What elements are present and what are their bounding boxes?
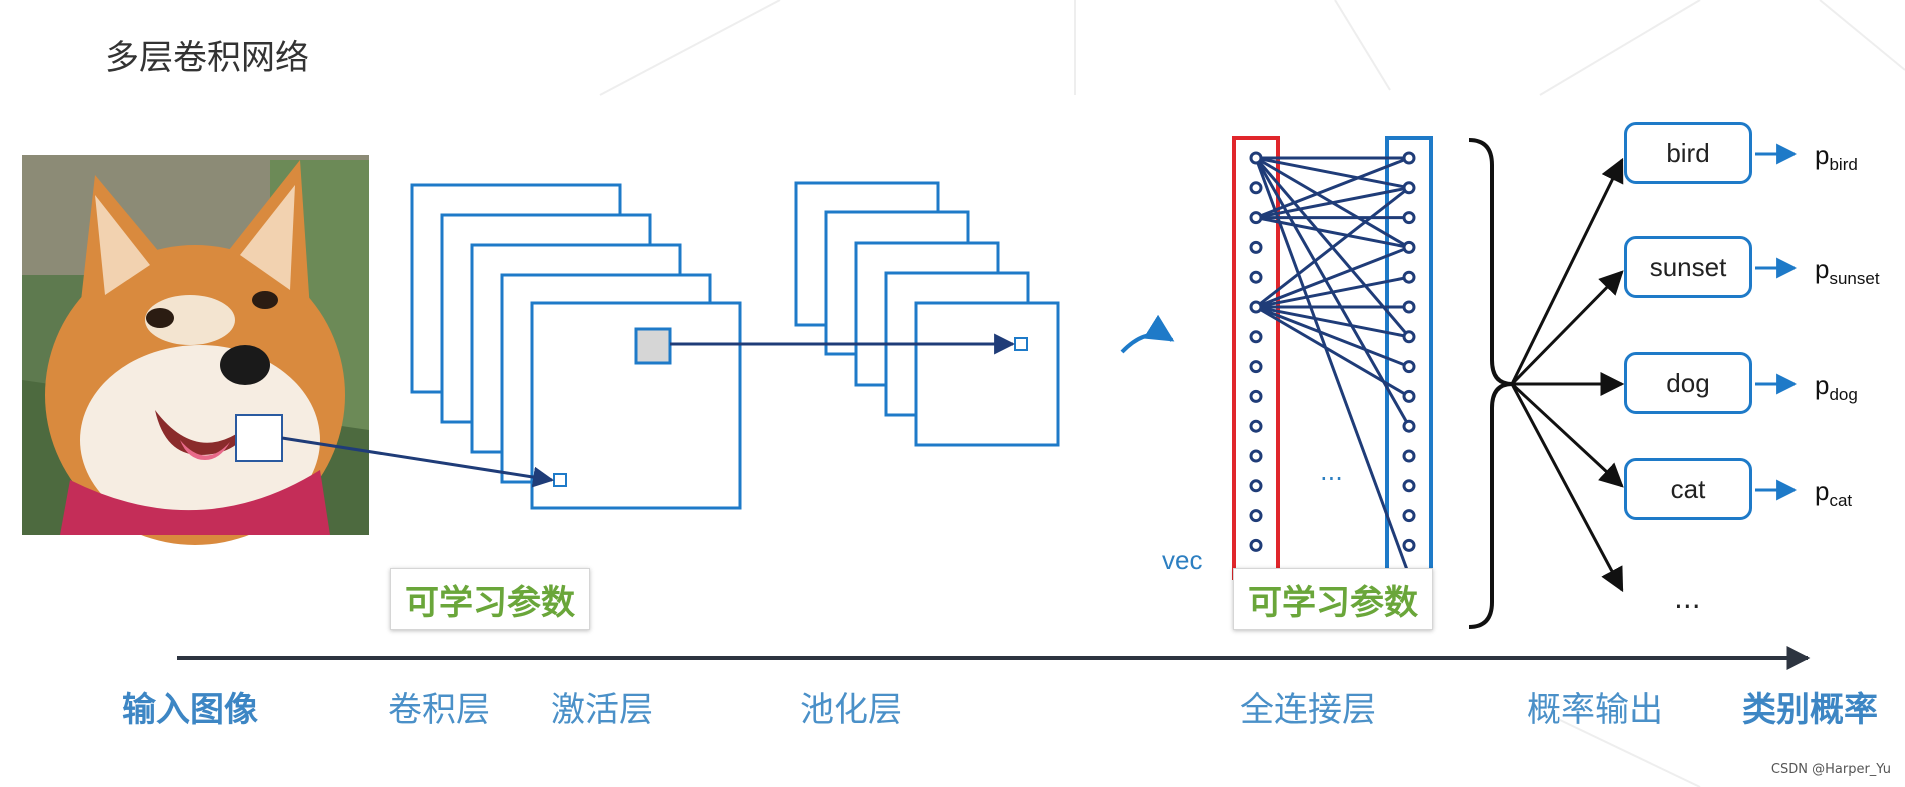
fc-connection: [1255, 275, 1410, 309]
class-fanout-arrows: [1510, 157, 1625, 593]
pool-target-cell: [1014, 337, 1028, 351]
conv-learnable-params: 可学习参数: [390, 568, 590, 630]
fc-neuron: [1402, 300, 1416, 314]
input-receptive-field: [235, 414, 283, 462]
fc-connection: [1255, 305, 1410, 368]
stage-label-activation: 激活层: [551, 690, 653, 730]
fc-connections: [1254, 156, 1411, 576]
stage-label-prob-output: 概率输出: [1527, 690, 1663, 730]
fc-neuron: [1402, 509, 1416, 523]
fc-nodes: [1249, 151, 1416, 582]
conv-feature-maps: [410, 183, 742, 510]
fc-neuron: [1402, 449, 1416, 463]
more-classes-ellipsis: ...: [1674, 582, 1701, 615]
fc-connection: [1254, 157, 1411, 576]
fc-neuron: [1249, 479, 1263, 493]
dog-icon: [45, 160, 345, 545]
stage-label-class-prob: 类别概率: [1742, 690, 1878, 730]
fc-neuron: [1249, 330, 1263, 344]
background-decoration: [599, 0, 1905, 787]
fc-neuron: [1249, 240, 1263, 254]
fc-neuron: [1402, 330, 1416, 344]
prob-cat: pcat: [1815, 476, 1853, 511]
fc-neuron: [1249, 151, 1263, 165]
fc-neuron: [1249, 300, 1263, 314]
input-to-conv-arrow: [281, 436, 555, 488]
fc-connection: [1255, 246, 1410, 309]
fc-learnable-params: 可学习参数: [1233, 568, 1433, 630]
stage-label-pool: 池化层: [800, 690, 902, 730]
fc-neuron: [1249, 211, 1263, 225]
input-image: [22, 155, 369, 545]
prob-sunset: psunset: [1815, 254, 1880, 289]
fc-connection: [1255, 156, 1410, 190]
fc-neuron: [1249, 419, 1263, 433]
fc-ellipsis: ...: [1320, 458, 1343, 486]
prob-dog: pdog: [1815, 370, 1858, 405]
class-box-bird: bird: [1624, 122, 1752, 184]
fc-neuron: [1402, 360, 1416, 374]
fc-neuron: [1402, 211, 1416, 225]
fc-connection: [1255, 186, 1410, 220]
conv-target-cell: [553, 473, 567, 487]
fc-neuron: [1402, 419, 1416, 433]
credit-watermark: CSDN @Harper_Yu: [1770, 762, 1891, 777]
fc-connection: [1255, 186, 1410, 309]
prob-bird: pbird: [1815, 140, 1858, 175]
fc-neuron: [1249, 270, 1263, 284]
fc-connection: [1255, 305, 1410, 398]
fc-neuron: [1249, 360, 1263, 374]
probability-arrows: [1755, 143, 1798, 501]
stage-label-fc: 全连接层: [1240, 690, 1376, 730]
fc-neuron: [1402, 151, 1416, 165]
fc-neuron: [1402, 270, 1416, 284]
fc-neuron: [1402, 538, 1416, 552]
pool-feature-maps: [794, 181, 1060, 447]
fc-neuron: [1249, 181, 1263, 195]
fc-neuron: [1249, 538, 1263, 552]
fc-connection: [1255, 156, 1410, 219]
fc-connection: [1255, 216, 1410, 249]
class-box-cat: cat: [1624, 458, 1752, 520]
class-box-dog: dog: [1624, 352, 1752, 414]
fc-neuron: [1402, 479, 1416, 493]
fc-neuron: [1249, 509, 1263, 523]
fc-neuron: [1402, 240, 1416, 254]
fc-neuron: [1249, 389, 1263, 403]
stage-label-input: 输入图像: [122, 690, 258, 730]
fc-connection: [1255, 305, 1410, 339]
fc-neuron: [1402, 181, 1416, 195]
fc-layer: [1232, 136, 1433, 582]
stage-label-conv: 卷积层: [388, 690, 490, 730]
vec-label: vec: [1162, 545, 1203, 575]
fc-neuron: [1249, 449, 1263, 463]
class-box-sunset: sunset: [1624, 236, 1752, 298]
flatten-arrow-icon: [1120, 314, 1175, 354]
output-bracket: [1468, 138, 1513, 629]
fc-neuron: [1402, 389, 1416, 403]
conv-patch: [634, 327, 672, 365]
page-title: 多层卷积网络: [105, 38, 309, 78]
